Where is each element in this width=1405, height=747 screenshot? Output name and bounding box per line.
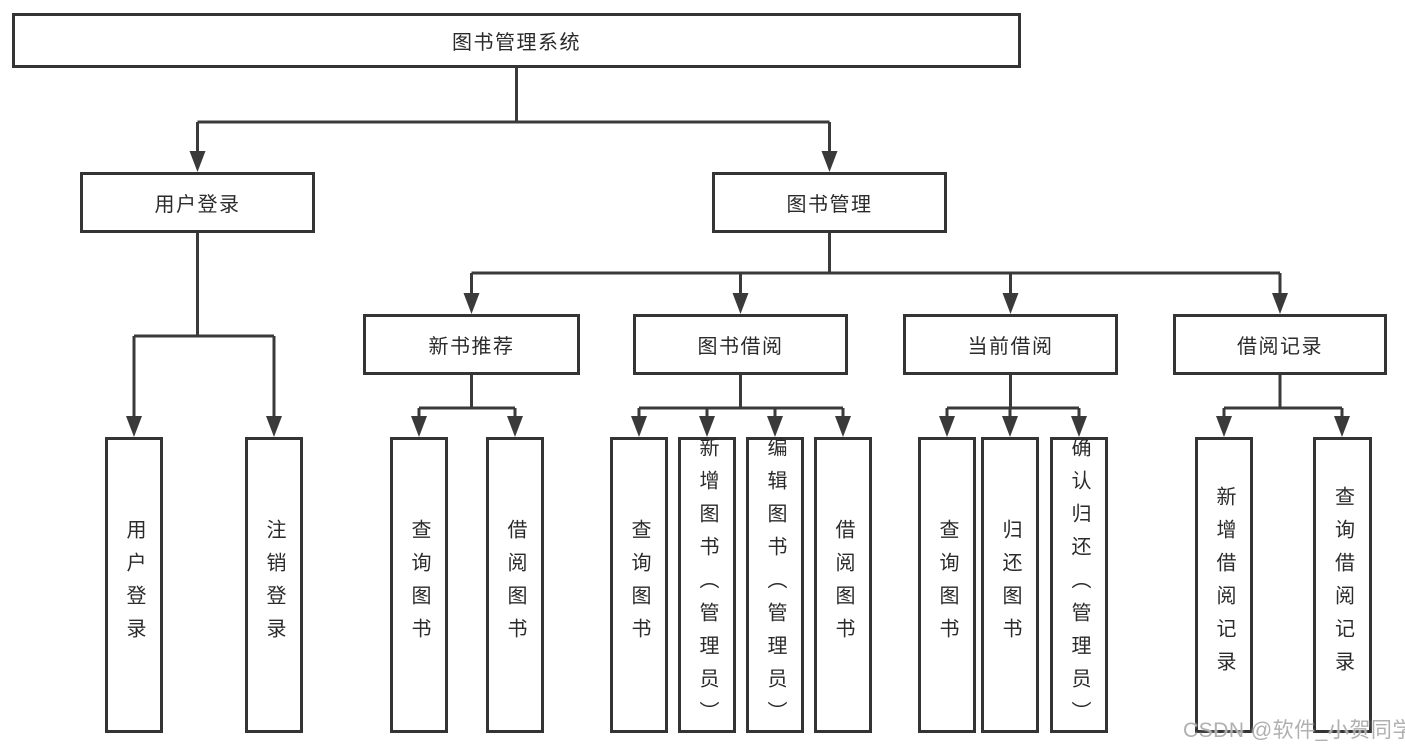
node-borrow-records-label: 借阅记录 bbox=[1237, 336, 1323, 358]
node-root-label: 图书管理系统 bbox=[452, 32, 581, 54]
node-book-management-label: 图书管理 bbox=[786, 194, 873, 216]
leaf-borrow-books-recommend: 借阅图书 bbox=[486, 437, 544, 733]
leaf-label: 编辑图书（管理员） bbox=[764, 436, 786, 734]
node-user-login-label: 用户登录 bbox=[154, 194, 241, 216]
leaf-label: 确认归还（管理员） bbox=[1068, 436, 1090, 734]
leaf-query-books-borrow: 查询图书 bbox=[610, 437, 668, 733]
node-borrow-records: 借阅记录 bbox=[1173, 314, 1387, 375]
leaf-label: 用户登录 bbox=[123, 519, 145, 651]
connector-lines bbox=[132, 68, 1344, 418]
node-user-login: 用户登录 bbox=[80, 172, 315, 233]
leaf-edit-books-admin: 编辑图书（管理员） bbox=[746, 436, 804, 734]
leaf-user-login: 用户登录 bbox=[105, 437, 163, 733]
node-new-book-recommend-label: 新书推荐 bbox=[428, 336, 515, 358]
leaf-label: 新增图书（管理员） bbox=[696, 436, 718, 734]
leaf-add-books-admin: 新增图书（管理员） bbox=[678, 436, 736, 734]
leaf-return-books: 归还图书 bbox=[981, 437, 1039, 733]
leaf-add-borrow-record: 新增借阅记录 bbox=[1195, 437, 1253, 733]
leaf-logout: 注销登录 bbox=[245, 437, 303, 733]
leaf-label: 注销登录 bbox=[263, 519, 285, 651]
leaf-label: 查询图书 bbox=[628, 519, 650, 651]
node-current-borrow-label: 当前借阅 bbox=[967, 336, 1054, 358]
leaf-label: 查询图书 bbox=[408, 519, 430, 651]
leaf-query-borrow-record: 查询借阅记录 bbox=[1313, 437, 1372, 733]
leaf-label: 归还图书 bbox=[999, 519, 1021, 651]
node-new-book-recommend: 新书推荐 bbox=[363, 314, 580, 375]
leaf-label: 查询图书 bbox=[936, 519, 958, 651]
node-book-management: 图书管理 bbox=[712, 172, 947, 233]
node-book-borrow-label: 图书借阅 bbox=[697, 336, 784, 358]
node-current-borrow: 当前借阅 bbox=[903, 314, 1118, 375]
leaf-borrow-books: 借阅图书 bbox=[814, 437, 872, 733]
leaf-label: 新增借阅记录 bbox=[1213, 486, 1235, 684]
leaf-label: 借阅图书 bbox=[832, 519, 854, 651]
node-book-borrow: 图书借阅 bbox=[633, 314, 848, 375]
csdn-watermark: CSDN @软件_小贺同学 bbox=[1183, 719, 1405, 742]
node-root: 图书管理系统 bbox=[12, 13, 1021, 68]
arrowhead-icons bbox=[126, 151, 1350, 437]
leaf-query-books-recommend: 查询图书 bbox=[390, 437, 448, 733]
leaf-label: 查询借阅记录 bbox=[1331, 486, 1354, 684]
leaf-confirm-return-admin: 确认归还（管理员） bbox=[1050, 436, 1108, 734]
leaf-label: 借阅图书 bbox=[504, 519, 526, 651]
leaf-query-books-current: 查询图书 bbox=[918, 437, 976, 733]
